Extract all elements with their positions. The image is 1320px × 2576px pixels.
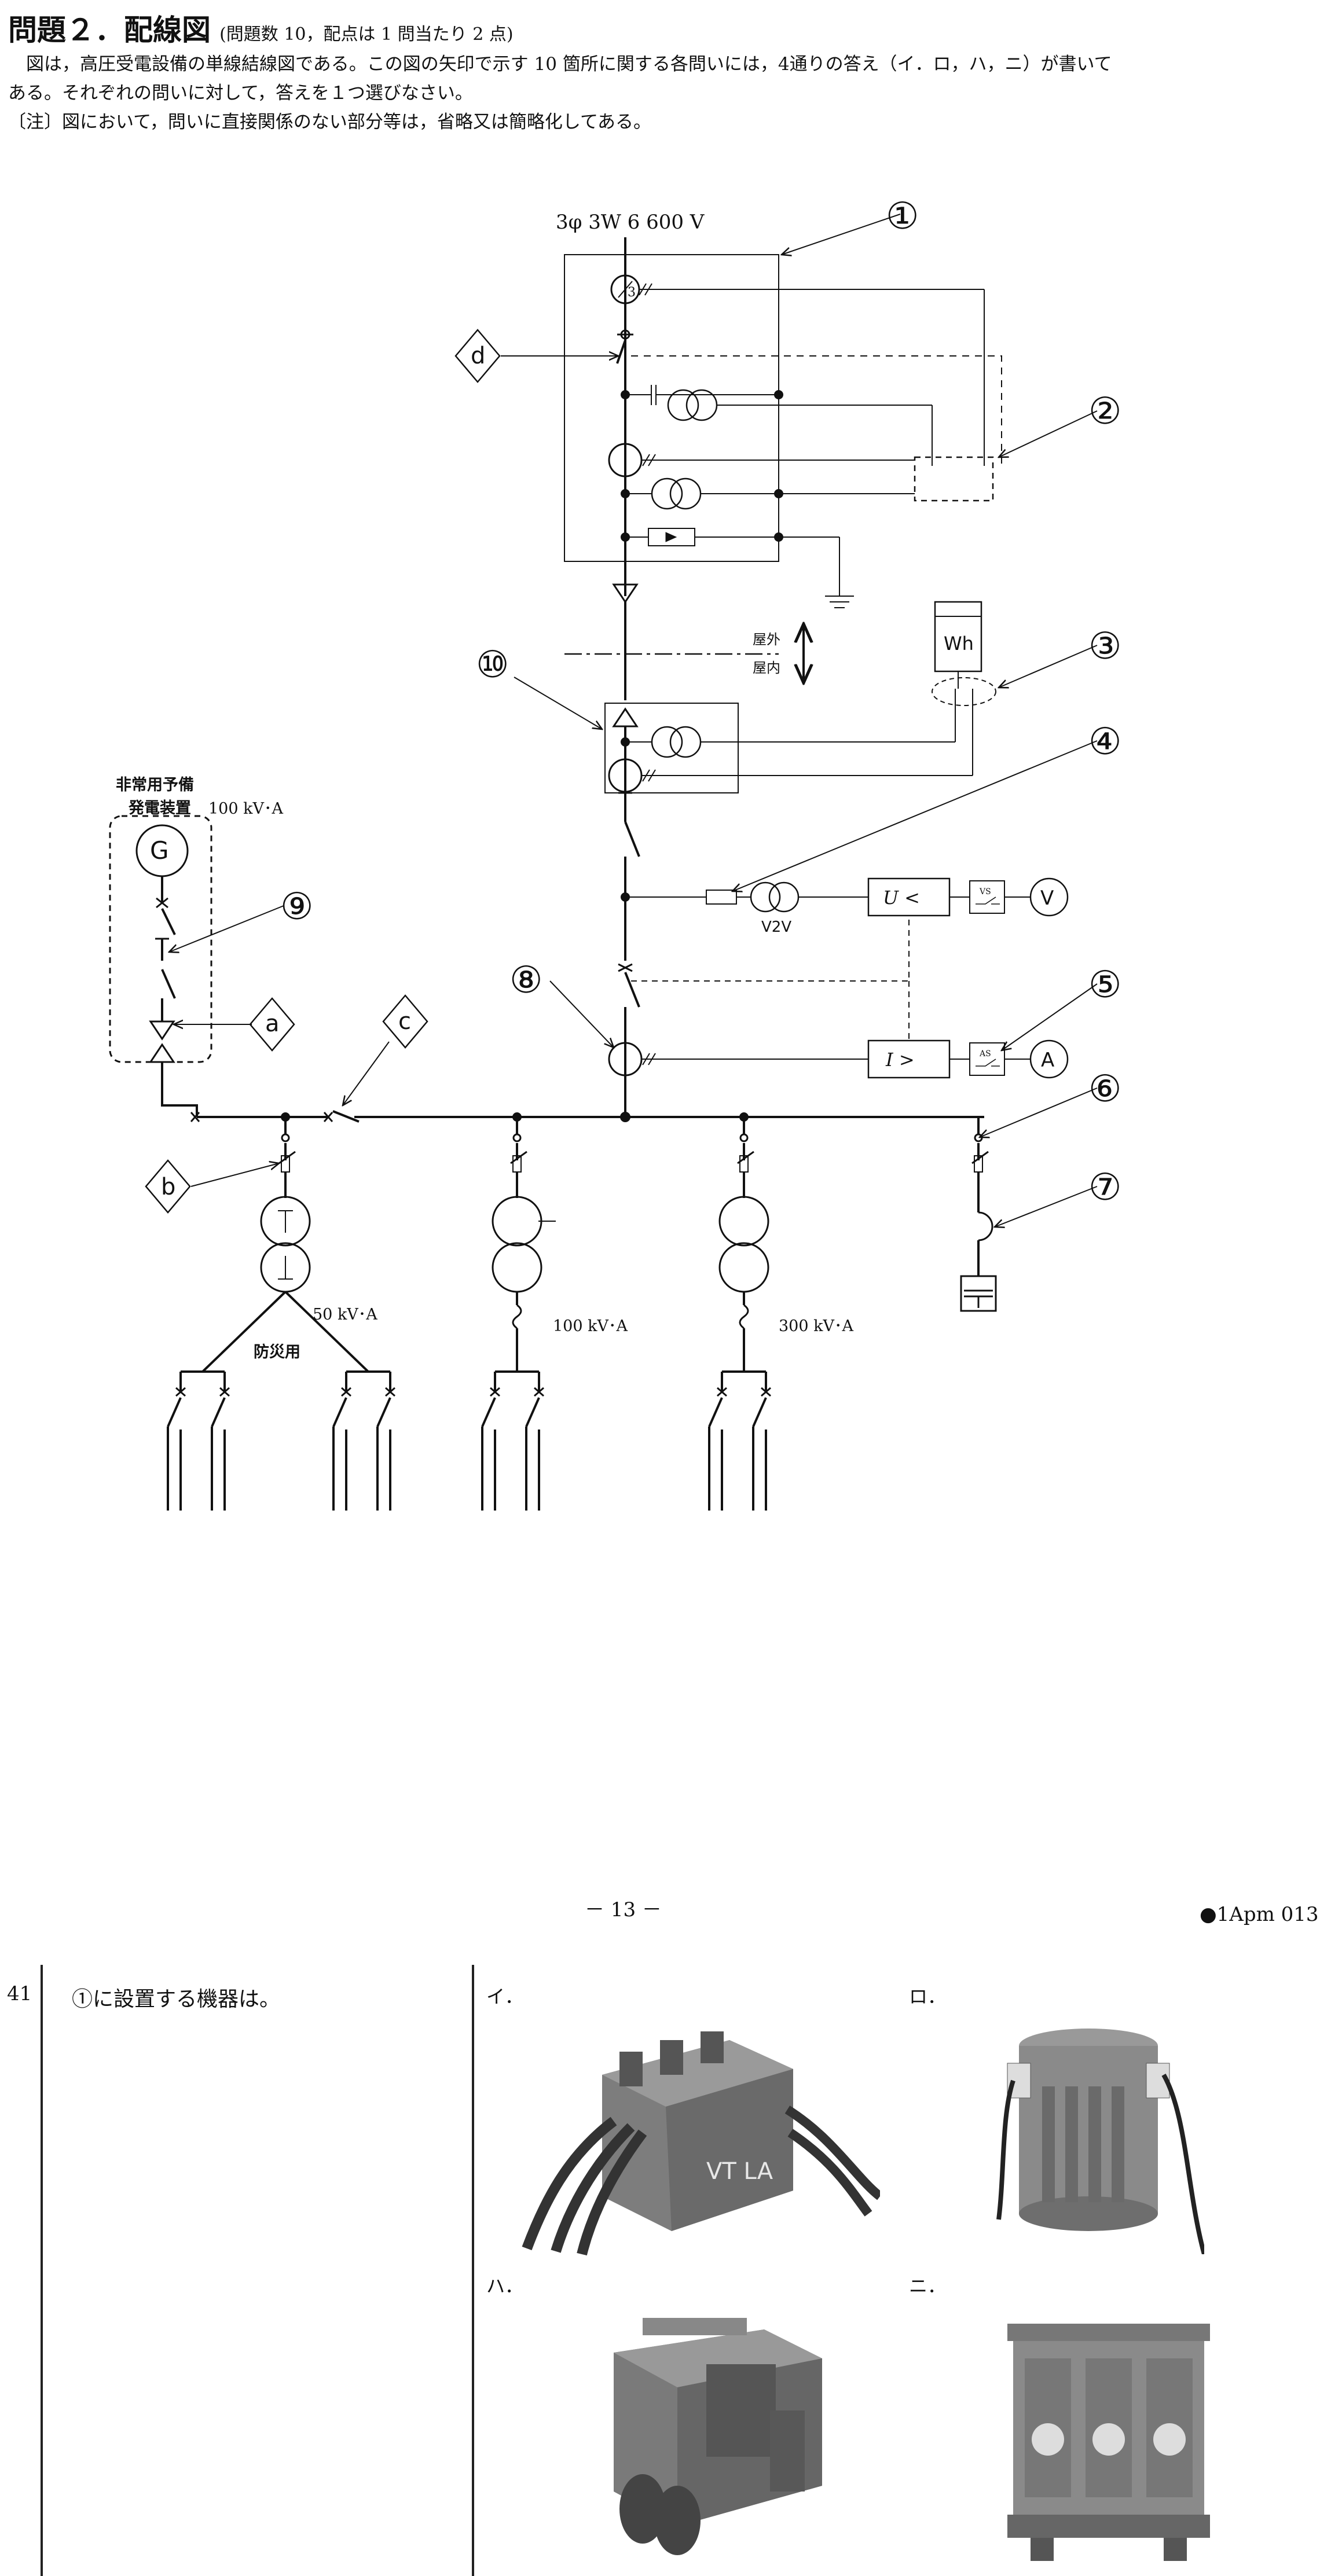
- bus-bar: [190, 1110, 984, 1123]
- undervoltage-relay: U <: [883, 887, 920, 909]
- tr3-rating: 300 kV･A: [779, 1317, 853, 1335]
- wiring-diagram: 3φ 3W 6 600 V 3: [109, 195, 1121, 1511]
- ct-ratio: 3: [628, 285, 636, 300]
- generator-title-2: 発電装置: [128, 799, 191, 817]
- outdoor-equipment-box: [564, 254, 779, 562]
- choice-i-photo-text: VT LA: [706, 2158, 773, 2185]
- vct-symbols: [608, 726, 973, 793]
- table-divider-2: [472, 1965, 474, 2576]
- generator-title-1: 非常用予備: [116, 776, 194, 794]
- choice-ro-photo[interactable]: [996, 2000, 1204, 2254]
- label-9: ⑨: [280, 885, 313, 928]
- tr1-rating: 50 kV･A: [313, 1306, 377, 1324]
- instruction-line-2: ある。それぞれの問いに対して，答えを１つ選びなさい。: [8, 83, 473, 104]
- overcurrent-relay: I >: [885, 1049, 915, 1071]
- choice-ro-label[interactable]: ロ．: [909, 1986, 947, 2008]
- feeder-2: [481, 1112, 556, 1511]
- vt-meter-branch: [621, 877, 1069, 917]
- label-5: ⑤: [1088, 964, 1121, 1006]
- label-1: ①: [886, 195, 919, 238]
- zct-ct-symbols: [608, 443, 915, 510]
- vt-branch: [621, 385, 933, 466]
- v2v-label: V2V: [761, 918, 791, 936]
- instructions: 図は，高圧受電設備の単線結線図である。この図の矢印で示す 10 箇所に関する各問…: [8, 50, 1305, 137]
- voltmeter-label: V: [1040, 887, 1054, 910]
- choice-ni-photo[interactable]: [996, 2312, 1222, 2567]
- as-label: AS: [979, 1049, 991, 1059]
- feeder-1: [167, 1112, 395, 1511]
- disconnector: [618, 792, 640, 897]
- generator-symbol: G: [150, 836, 169, 865]
- vct-box: [604, 703, 739, 793]
- circled-number-labels: ① ② ③ ④ ⑤ ⑥ ⑦ ⑧ ⑨ ⑩: [280, 195, 1121, 1209]
- label-7: ⑦: [1088, 1166, 1121, 1209]
- label-6: ⑥: [1088, 1068, 1121, 1111]
- ammeter-label: A: [1041, 1049, 1054, 1072]
- diamond-a: a: [265, 1010, 280, 1037]
- diamond-labels: a b c d: [145, 329, 501, 1214]
- label-3: ③: [1088, 625, 1121, 668]
- relay-box-2: [914, 456, 994, 502]
- page-number: － 13 －: [585, 1898, 662, 1921]
- exam-code: ●1Apm 013: [1200, 1903, 1319, 1926]
- choice-ha-photo[interactable]: [579, 2295, 839, 2561]
- callout-arrows: [169, 214, 1098, 1227]
- outdoor-label: 屋外: [753, 631, 780, 648]
- feeder-3: [708, 1112, 771, 1511]
- zct-symbol: 3: [610, 274, 984, 304]
- instruction-line-1: 図は，高圧受電設備の単線結線図である。この図の矢印で示す 10 箇所に関する各問…: [26, 54, 1112, 75]
- table-divider-1: [41, 1965, 43, 2576]
- choice-ni-label[interactable]: ニ．: [909, 2275, 947, 2297]
- diamond-c: c: [398, 1008, 411, 1035]
- instruction-note: 〔注〕図において，問いに直接関係のない部分等は，省略又は簡略化してある。: [8, 112, 652, 133]
- tr2-rating: 100 kV･A: [553, 1317, 628, 1335]
- vcb-ct: [608, 897, 1069, 1117]
- choice-i-photo[interactable]: VT LA: [521, 2005, 880, 2260]
- label-2: ②: [1088, 390, 1121, 433]
- score-note: (問題数 10，配点は 1 問当たり 2 点): [219, 24, 514, 45]
- question-number: 41: [7, 1982, 32, 2005]
- feeder-capacitor: [960, 1117, 997, 1312]
- tr1-label: 防災用: [254, 1343, 300, 1361]
- page-title: 問題２．配線図: [8, 13, 211, 47]
- la-ground: [621, 395, 854, 608]
- question-header: 問題２．配線図 (問題数 10，配点は 1 問当たり 2 点): [8, 7, 514, 49]
- wh-label: Wh: [944, 633, 974, 655]
- dashed-control-line: [631, 355, 1002, 466]
- question-table: 41 ①に設置する機器は。 イ． ロ． ハ． ニ． VT LA: [0, 1965, 1320, 2576]
- label-10: ⑩: [476, 644, 509, 686]
- label-4: ④: [1088, 721, 1121, 763]
- question-text: ①に設置する機器は。: [72, 1987, 281, 2011]
- dashed-ellipse-3: [932, 677, 996, 706]
- choice-i-label[interactable]: イ．: [486, 1986, 524, 2008]
- supply-label: 3φ 3W 6 600 V: [556, 211, 705, 234]
- diamond-d: d: [471, 343, 485, 369]
- vs-label: VS: [979, 887, 991, 896]
- choice-ha-label[interactable]: ハ．: [486, 2275, 524, 2297]
- generator-circuit: [135, 824, 198, 1117]
- diamond-b: b: [161, 1174, 175, 1200]
- label-8: ⑧: [509, 959, 542, 1002]
- generator-rating: 100 kV･A: [208, 800, 283, 818]
- indoor-label: 屋内: [753, 660, 780, 676]
